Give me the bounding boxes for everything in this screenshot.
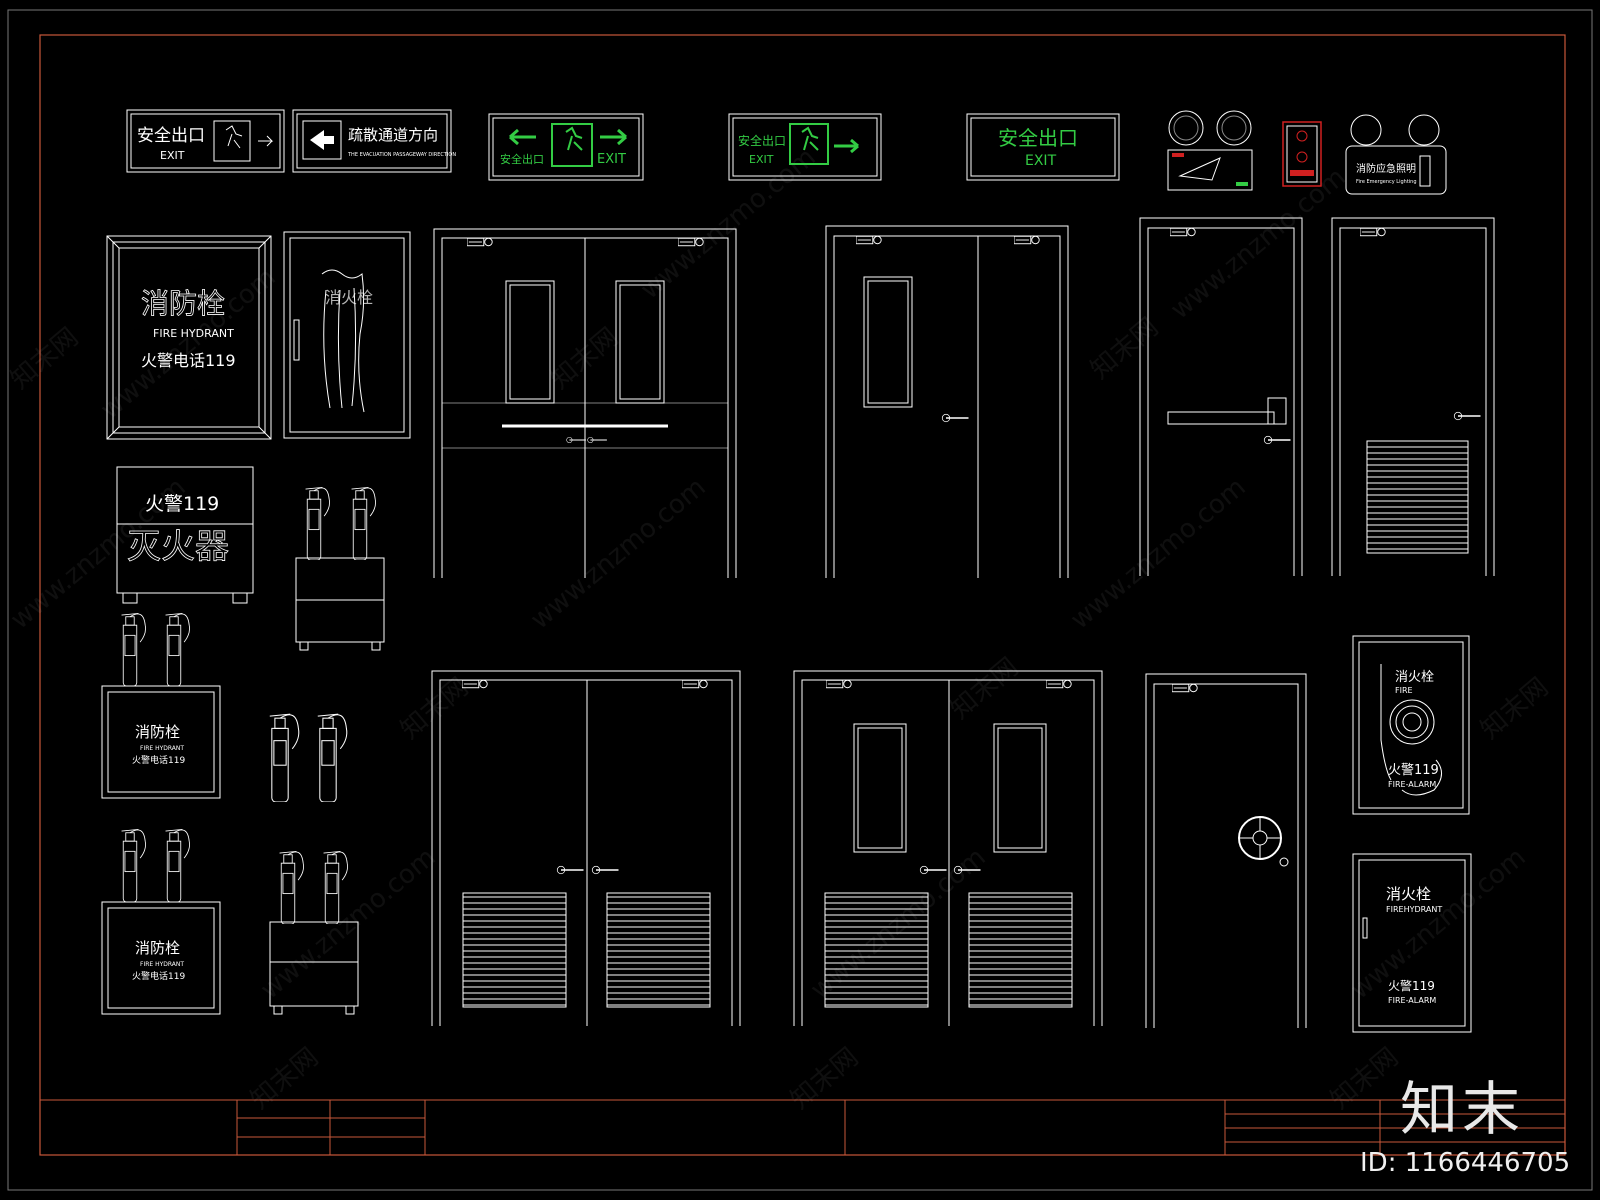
extinguisher-box-1-title: 灭火器: [127, 527, 229, 567]
watermark-cn: 知末网: [945, 652, 1024, 725]
extinguisher-icon: [351, 486, 377, 560]
watermark-cn: 知末网: [1475, 672, 1554, 745]
emergency-light-en: Fire Emergency Lighting: [1356, 179, 1417, 185]
hydrant-cabinet-3-alarm: FIRE-ALARM: [1388, 996, 1436, 1005]
extinguisher-cabinet-2-title: 消防栓: [135, 939, 180, 957]
extinguisher-cabinet-1-en: FIRE HYDRANT: [140, 745, 184, 752]
extinguisher-cabinet-2: 消防栓 FIRE HYDRANT 火警电话119: [101, 828, 221, 1015]
extinguisher-icon: [165, 828, 191, 902]
extinguisher-icon: [269, 713, 300, 802]
extinguisher-icon: [121, 612, 147, 686]
evacuation-sign-en: THE EVACUATION PASSAGEWAY DIRECTION: [347, 152, 456, 158]
extinguisher-pair: [269, 713, 348, 802]
hydrant-reel-en: FIRE: [1395, 686, 1413, 695]
watermark-site: www.znzmo.com: [1345, 842, 1531, 1005]
exit-sign-green-1: 安全出口 EXIT: [488, 113, 644, 181]
single-door-louvered: [1331, 217, 1495, 576]
evacuation-sign-cn: 疏散通道方向: [348, 126, 438, 144]
hydrant-cabinet-3: 消火栓 FIREHYDRANT 火警119 FIRE-ALARM: [1352, 853, 1472, 1033]
double-door-unequal: [825, 225, 1069, 578]
arrow-right-icon: [600, 128, 627, 146]
arrow-left-icon: [509, 128, 536, 146]
brand-logo: 知末: [1400, 1075, 1525, 1143]
hydrant-reel-title: 消火栓: [1395, 670, 1434, 685]
double-door-louvered: [431, 670, 741, 1026]
watermark-cn: 知末网: [1085, 312, 1164, 385]
hydrant-cabinet-3-title: 消火栓: [1386, 885, 1431, 903]
watermark-site: www.znzmo.com: [1165, 162, 1351, 325]
running-man-icon: [565, 126, 583, 151]
hydrant-cabinet-3-phone: 火警119: [1388, 978, 1435, 993]
arrow-right-icon: [834, 138, 859, 154]
exit-sign-green-2-cn: 安全出口: [738, 133, 786, 148]
emergency-light-cn: 消防应急照明: [1356, 162, 1416, 175]
hydrant-cabinet-reel: 消火栓 FIRE 火警119 FIRE-ALARM: [1352, 635, 1470, 815]
extinguisher-icon: [279, 850, 305, 924]
exit-sign-green-2: 安全出口 EXIT: [728, 113, 882, 181]
arrow-right-icon: [258, 135, 274, 147]
extinguisher-icon: [121, 828, 147, 902]
exit-sign-green-2-en: EXIT: [749, 153, 774, 166]
exit-sign-1-en: EXIT: [160, 149, 185, 162]
hydrant-cabinet-1-en: FIRE HYDRANT: [153, 327, 234, 340]
exit-sign-green-3-cn: 安全出口: [998, 126, 1078, 150]
watermark-site: www.znzmo.com: [525, 472, 711, 635]
extinguisher-stand-1: [295, 486, 385, 651]
exit-sign-1: 安全出口 EXIT: [126, 109, 285, 173]
extinguisher-stand-2: [269, 850, 359, 1015]
hydrant-cabinet-1: 消防栓 FIRE HYDRANT 火警电话119: [106, 235, 272, 440]
exit-sign-green-1-cn: 安全出口: [500, 152, 544, 166]
running-man-icon: [801, 126, 819, 151]
watermark-cn: 知末网: [785, 1042, 864, 1115]
hydrant-cabinet-2: 消火栓: [283, 231, 411, 439]
extinguisher-icon: [165, 612, 191, 686]
watermark-cn: 知末网: [1325, 1042, 1404, 1115]
single-door-panic-bar: [1139, 217, 1303, 576]
hydrant-reel-alarm: FIRE-ALARM: [1388, 780, 1436, 789]
extinguisher-cabinet-1: 消防栓 FIRE HYDRANT 火警电话119: [101, 612, 221, 799]
extinguisher-icon: [305, 486, 331, 560]
evacuation-sign: 疏散通道方向 THE EVACUATION PASSAGEWAY DIRECTI…: [292, 109, 456, 173]
watermark-site: www.znzmo.com: [1065, 472, 1251, 635]
extinguisher-icon: [317, 713, 348, 802]
drawing-frame: [7, 9, 1593, 1191]
watermark-cn: 知末网: [5, 322, 84, 395]
exit-sign-green-3-en: EXIT: [1025, 153, 1057, 169]
exit-sign-green-3: 安全出口 EXIT: [966, 113, 1120, 181]
asset-id: ID: 1166446705: [1360, 1148, 1571, 1178]
double-door-glazed: [433, 228, 737, 578]
extinguisher-cabinet-2-en: FIRE HYDRANT: [140, 961, 184, 968]
hydrant-reel-phone: 火警119: [1388, 762, 1439, 778]
emergency-light-1: [1167, 110, 1253, 191]
extinguisher-cabinet-1-phone: 火警电话119: [132, 754, 185, 766]
extinguisher-box-1-phone: 火警119: [145, 493, 219, 515]
hydrant-cabinet-2-title: 消火栓: [325, 288, 373, 307]
single-door-wheel-lock: [1145, 673, 1307, 1028]
extinguisher-cabinet-2-phone: 火警电话119: [132, 970, 185, 982]
alarm-button: [1282, 121, 1322, 187]
hydrant-cabinet-1-phone: 火警电话119: [141, 351, 236, 370]
extinguisher-box-1: 火警119 灭火器: [116, 466, 254, 604]
exit-sign-1-cn: 安全出口: [137, 126, 205, 146]
hydrant-cabinet-3-en: FIREHYDRANT: [1386, 905, 1442, 914]
hydrant-cabinet-1-title: 消防栓: [141, 287, 225, 320]
extinguisher-cabinet-1-title: 消防栓: [135, 723, 180, 741]
emergency-light-2: 消防应急照明 Fire Emergency Lighting: [1345, 114, 1447, 195]
title-block: [40, 1099, 1565, 1155]
exit-sign-green-1-en: EXIT: [597, 152, 626, 167]
watermarks: 知末网 www.znzmo.com 知末网 www.znzmo.com 知末网 …: [5, 142, 1554, 1115]
double-door-glazed-louvered: [793, 670, 1103, 1026]
arrow-left-icon: [310, 130, 334, 150]
watermark-cn: 知末网: [245, 1042, 324, 1115]
